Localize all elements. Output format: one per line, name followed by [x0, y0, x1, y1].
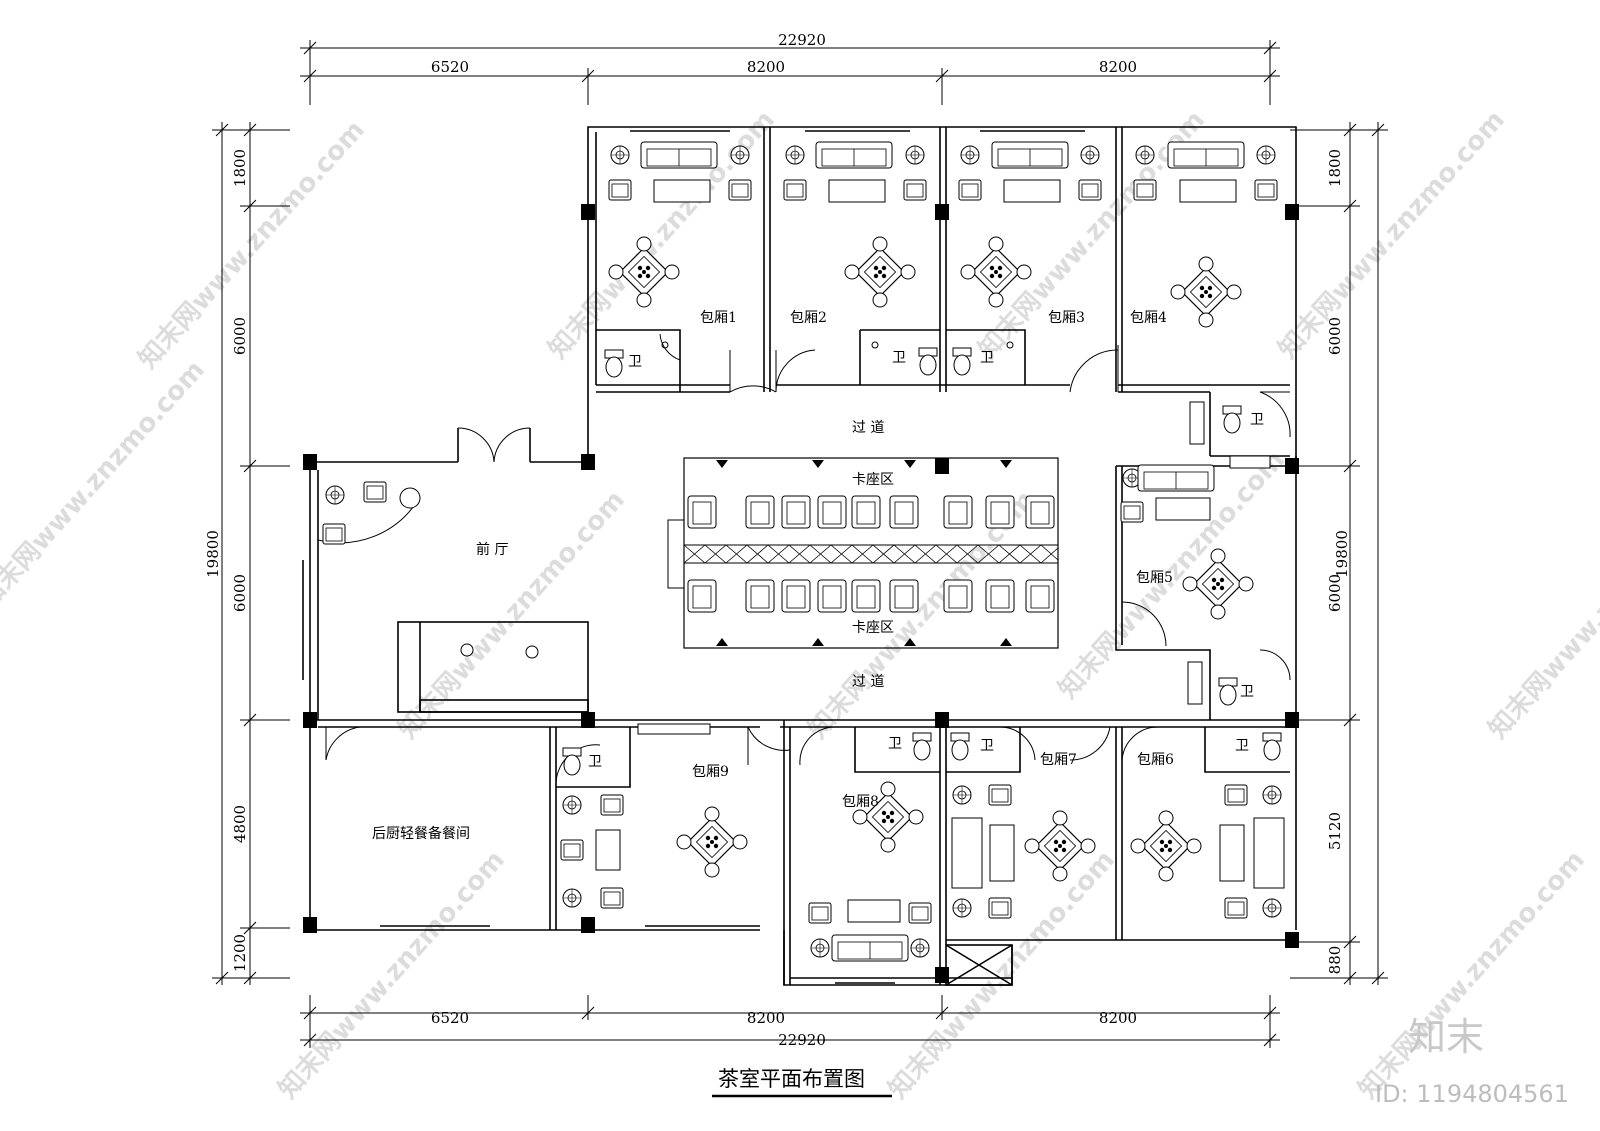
dim-left-1: 1800	[231, 149, 249, 187]
label-room-9: 包厢9	[692, 764, 729, 780]
booth-area	[667, 457, 1059, 649]
label-room-3: 包厢3	[1048, 310, 1085, 326]
label-booth-top: 卡座区	[852, 472, 894, 488]
dim-left-3: 6000	[231, 574, 249, 612]
label-corridor-bottom: 过 道	[852, 674, 884, 690]
furniture-room-2	[783, 141, 938, 376]
dim-top-3: 8200	[1099, 58, 1137, 76]
label-room-2: 包厢2	[790, 310, 827, 326]
furniture-room-6	[1130, 732, 1285, 919]
dim-right-5: 880	[1326, 946, 1344, 975]
doors	[325, 333, 1291, 788]
label-booth-bottom: 卡座区	[852, 620, 894, 636]
dim-bottom-2: 8200	[747, 1009, 785, 1027]
dim-right-1: 1800	[1326, 149, 1344, 187]
plan-title: 茶室平面布置图	[718, 1067, 865, 1091]
watermark-text: 知末网www.znzmo.com	[1353, 845, 1591, 1105]
dim-bottom-total: 22920	[778, 1031, 826, 1049]
label-kitchen: 后厨轻餐备餐间	[372, 825, 470, 842]
label-lobby: 前 厅	[476, 541, 508, 558]
furniture-room-8	[808, 732, 932, 962]
furniture-room-9	[560, 723, 748, 909]
dim-right-2: 6000	[1326, 317, 1344, 355]
furniture-room-5	[1120, 464, 1254, 620]
dim-left-4: 4800	[231, 805, 249, 843]
watermark-text: 知末网www.znzmo.com	[393, 485, 631, 745]
image-id: ID: 1194804561	[1375, 1080, 1569, 1108]
watermark-text: 知末网www.znzmo.com	[0, 355, 211, 615]
dim-left-2: 6000	[231, 317, 249, 355]
watermark-text: 知末网www.znzmo.com	[1273, 105, 1511, 365]
dim-right-total: 19800	[1333, 530, 1351, 578]
dim-bottom-1: 6520	[431, 1009, 469, 1027]
label-wc: 卫	[628, 354, 642, 370]
room-labels: 包厢1 包厢2 包厢3 包厢4 包厢5 包厢6 包厢7 包厢8 包厢9 前 厅 …	[372, 310, 1264, 842]
furniture-room-7	[950, 732, 1096, 919]
label-room-4: 包厢4	[1130, 310, 1167, 326]
label-room-5: 包厢5	[1136, 570, 1173, 586]
label-wc: 卫	[980, 738, 994, 754]
dimension-labels: 22920 6520 8200 8200 6520 8200 8200 2292…	[204, 31, 1351, 1049]
watermark-text: 知末网www.znzmo.com	[133, 115, 371, 375]
furniture-room-3	[952, 141, 1102, 376]
dim-left-5: 1200	[231, 934, 249, 972]
dim-right-3: 6000	[1326, 574, 1344, 612]
label-wc: 卫	[980, 350, 994, 366]
label-corridor-top: 过 道	[852, 420, 884, 436]
watermark-text: 知末网www.znzmo.com	[1483, 485, 1600, 745]
furniture-room-4	[1133, 141, 1278, 328]
dim-left-total: 19800	[204, 530, 222, 578]
furniture-room-1	[604, 141, 752, 378]
dim-bottom-3: 8200	[1099, 1009, 1137, 1027]
dim-top-2: 8200	[747, 58, 785, 76]
label-room-7: 包厢7	[1040, 752, 1077, 768]
brand-logo: 知末	[1408, 1015, 1484, 1059]
lobby-furniture	[317, 481, 539, 659]
watermark-text: 知末网www.znzmo.com	[273, 845, 511, 1105]
label-wc: 卫	[1235, 738, 1249, 754]
furniture-wc-right	[1187, 401, 1271, 706]
dim-top-1: 6520	[431, 58, 469, 76]
label-room-1: 包厢1	[700, 310, 737, 326]
label-wc: 卫	[1250, 412, 1264, 428]
dim-top-total: 22920	[778, 31, 826, 49]
label-wc: 卫	[1240, 684, 1254, 700]
dim-right-4: 5120	[1326, 812, 1344, 850]
watermark-text: 知末网www.znzmo.com	[883, 845, 1121, 1105]
label-wc: 卫	[892, 350, 906, 366]
label-wc: 卫	[888, 736, 902, 752]
label-wc: 卫	[588, 754, 602, 770]
label-room-8: 包厢8	[842, 794, 879, 810]
dimension-lines	[212, 40, 1388, 1048]
label-room-6: 包厢6	[1137, 752, 1174, 768]
walls	[302, 126, 1297, 986]
